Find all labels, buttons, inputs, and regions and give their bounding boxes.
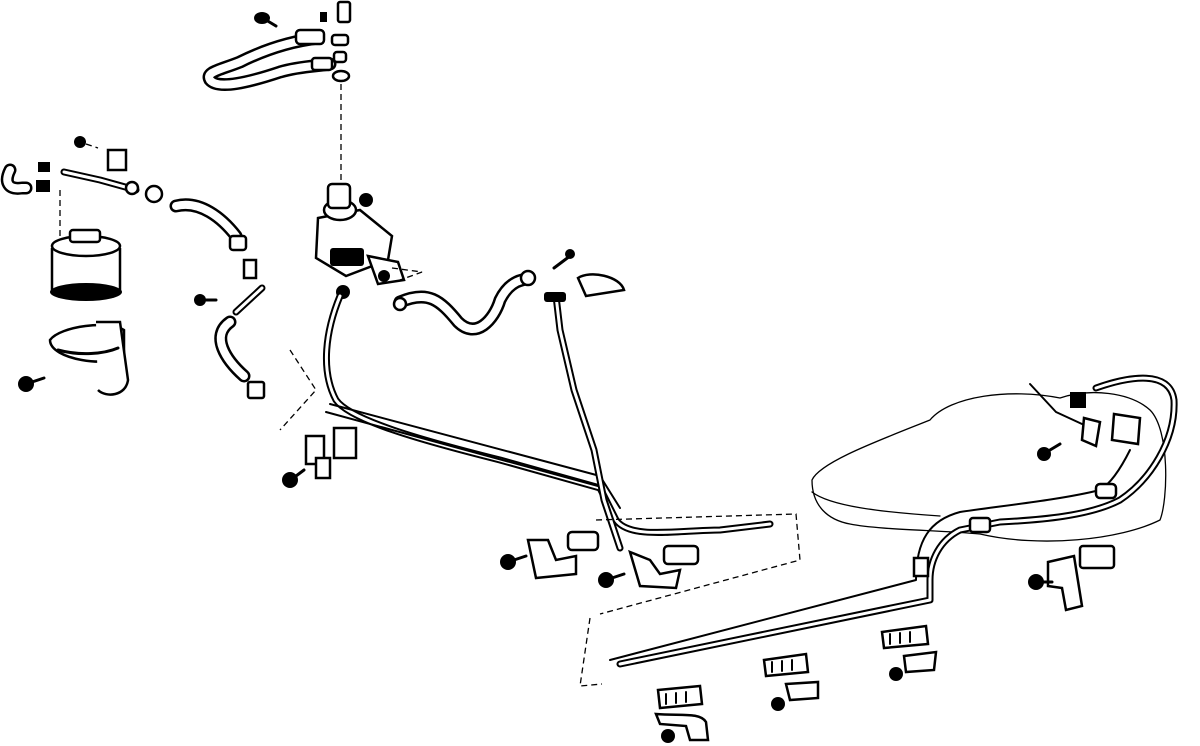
tank-side-brackets [1028,544,1116,612]
fuel-tank [811,392,1167,542]
clamp-dash-box [595,513,801,615]
line-clamps [500,530,700,590]
bolt-icon [1037,442,1062,461]
upper-hose-assembly [202,12,337,92]
vertical-fuel-line [544,249,626,552]
fuel-filter-valve [314,182,423,299]
top-fittings-stack [320,0,352,180]
tank-fuel-lines [609,374,1178,668]
bolt-icon [194,294,218,306]
small-clamp-left [282,426,358,488]
bolt-icon [18,376,46,392]
bolt-icon [1028,574,1054,590]
lower-dash-box [579,617,603,687]
clip-group-2 [762,652,820,711]
bolt-icon [598,572,626,588]
bolt-icon [74,136,99,149]
hose-clips [654,624,938,743]
clip-group-1 [654,684,710,743]
bolt-icon [500,554,528,570]
bolt-icon [282,468,306,488]
left-hose-with-fittings [60,136,164,204]
center-hose [392,269,537,336]
charcoal-canister [50,190,122,301]
bolt-icon [254,12,278,28]
hose-elbow [0,162,50,195]
fuel-lines-main [323,292,774,536]
evap-hose-assembly [169,198,317,431]
clip-group-3 [880,624,938,681]
canister-bracket [48,320,130,396]
